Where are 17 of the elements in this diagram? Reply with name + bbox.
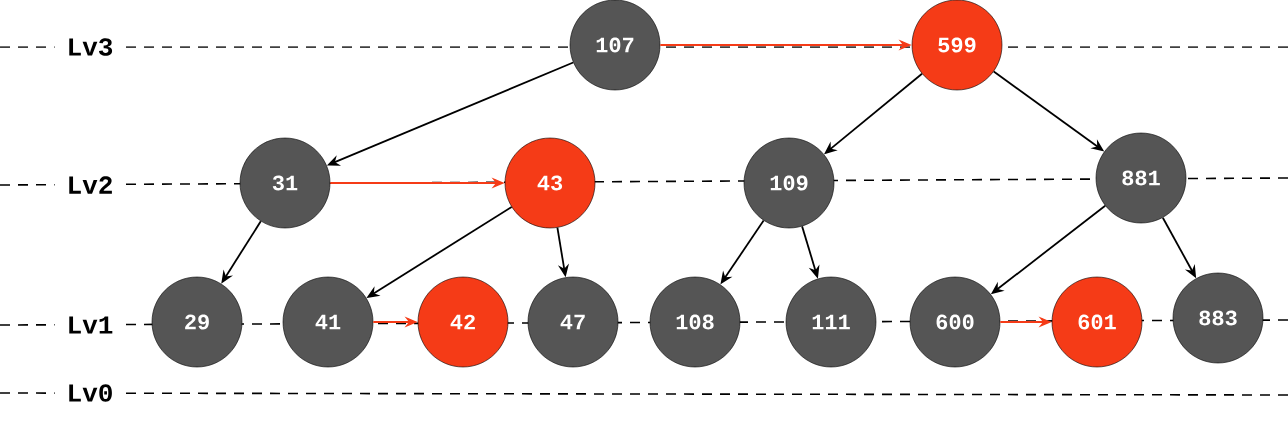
level-label: Lv1	[54, 314, 126, 336]
circle-node: 29	[151, 276, 243, 368]
circle-node: 600	[909, 276, 1001, 368]
circle-node: 43	[504, 137, 596, 229]
circle-node: 883	[1172, 272, 1264, 364]
level-label: Lv0	[54, 382, 126, 404]
circle-node: 31	[239, 137, 331, 229]
level-label: Lv3	[54, 36, 126, 58]
circle-node: 109	[743, 137, 835, 229]
circle-node: 108	[649, 276, 741, 368]
circle-node: 601	[1051, 276, 1143, 368]
circle-node: 41	[282, 276, 374, 368]
circle-node: 42	[417, 276, 509, 368]
circle-node: 47	[527, 276, 619, 368]
level-label: Lv2	[54, 174, 126, 196]
circle-node: 881	[1095, 132, 1187, 224]
circle-node: 111	[785, 276, 877, 368]
